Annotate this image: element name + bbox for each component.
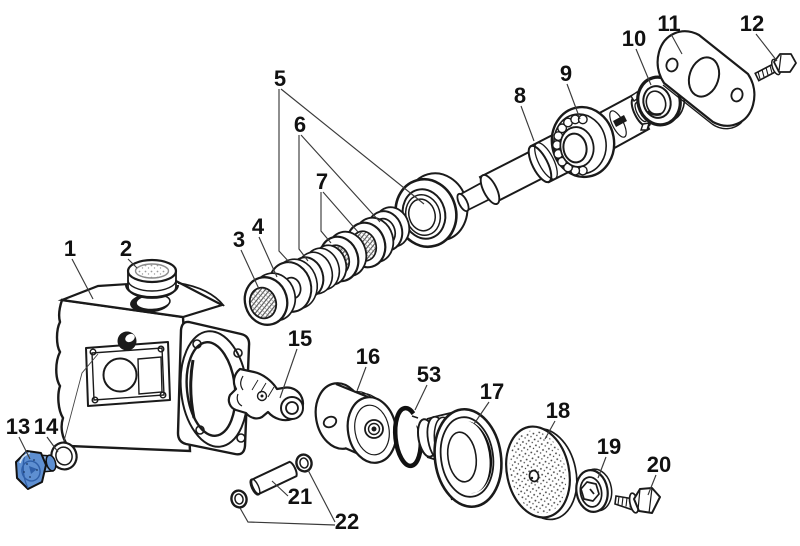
callout-1[interactable]: 1 xyxy=(64,236,76,261)
leader-line-9 xyxy=(566,83,581,120)
callout-9[interactable]: 9 xyxy=(560,61,572,86)
part-9-bearing[interactable] xyxy=(546,102,619,182)
callout-4[interactable]: 4 xyxy=(252,214,265,239)
part-12-bolt[interactable] xyxy=(754,53,797,82)
callout-8[interactable]: 8 xyxy=(514,83,526,108)
leader-line-5 xyxy=(280,88,425,205)
leader-line-2 xyxy=(127,258,138,269)
callout-14[interactable]: 14 xyxy=(34,414,59,439)
part-21-pin[interactable] xyxy=(248,460,298,496)
callout-6[interactable]: 6 xyxy=(294,112,306,137)
leader-line-22 xyxy=(307,469,336,523)
callout-20[interactable]: 20 xyxy=(647,452,671,477)
callout-11[interactable]: 11 xyxy=(657,11,680,36)
leader-line-53 xyxy=(414,384,428,411)
leader-line-19 xyxy=(597,456,607,479)
leader-line-21 xyxy=(271,480,289,497)
callout-16[interactable]: 16 xyxy=(356,344,380,369)
part-17-cup[interactable] xyxy=(415,405,507,511)
callout-53[interactable]: 53 xyxy=(417,362,441,387)
leader-line-16 xyxy=(356,366,367,392)
part-13-drain-plug-highlighted[interactable] xyxy=(15,450,57,490)
leader-line-11 xyxy=(670,33,683,55)
part-16-piston[interactable] xyxy=(311,379,402,466)
leader-line-3 xyxy=(240,249,260,290)
leader-line-18 xyxy=(544,420,556,440)
part-22-ring-a[interactable] xyxy=(295,453,314,473)
callout-19[interactable]: 19 xyxy=(597,434,621,459)
leader-line-7 xyxy=(320,192,332,244)
leader-line-5 xyxy=(278,89,291,264)
plug-texture-dots xyxy=(23,459,38,478)
leader-line-20 xyxy=(647,474,657,496)
leader-line-1 xyxy=(71,258,94,300)
leader-line-10 xyxy=(635,48,652,86)
leader-line-13 xyxy=(18,436,31,460)
callout-10[interactable]: 10 xyxy=(622,26,646,51)
part-18-diaphragm[interactable] xyxy=(498,421,585,526)
leader-line-17 xyxy=(473,401,490,425)
leader-line-6 xyxy=(298,135,309,262)
part-19-retainer[interactable] xyxy=(573,467,615,515)
callout-3[interactable]: 3 xyxy=(233,227,245,252)
leader-line-6 xyxy=(300,134,381,223)
callout-17[interactable]: 17 xyxy=(480,379,504,404)
part-20-bolt[interactable] xyxy=(614,487,661,514)
callout-5[interactable]: 5 xyxy=(274,66,286,91)
part-1-housing[interactable] xyxy=(55,279,253,456)
leader-line-8 xyxy=(520,105,535,142)
callout-2[interactable]: 2 xyxy=(120,236,132,261)
part-3-knurled-bushing[interactable] xyxy=(239,268,301,330)
callout-15[interactable]: 15 xyxy=(288,326,312,351)
callout-18[interactable]: 18 xyxy=(546,398,570,423)
part-11-flange[interactable] xyxy=(656,30,756,130)
leader-line-7 xyxy=(322,191,359,233)
leader-line-22 xyxy=(239,507,336,526)
callout-21[interactable]: 21 xyxy=(288,484,312,509)
part-2-cap[interactable] xyxy=(125,258,179,299)
leader-line-12 xyxy=(755,33,778,62)
callout-22[interactable]: 22 xyxy=(335,509,359,534)
leader-line-15 xyxy=(279,348,298,399)
leader-line-4 xyxy=(258,236,278,278)
callout-12[interactable]: 12 xyxy=(740,11,764,36)
callout-7[interactable]: 7 xyxy=(316,169,328,194)
callout-13[interactable]: 13 xyxy=(6,414,30,439)
leader-line-14 xyxy=(46,436,59,453)
part-22-ring-b[interactable] xyxy=(230,489,249,509)
part-5-grooved-seal[interactable] xyxy=(388,166,475,254)
